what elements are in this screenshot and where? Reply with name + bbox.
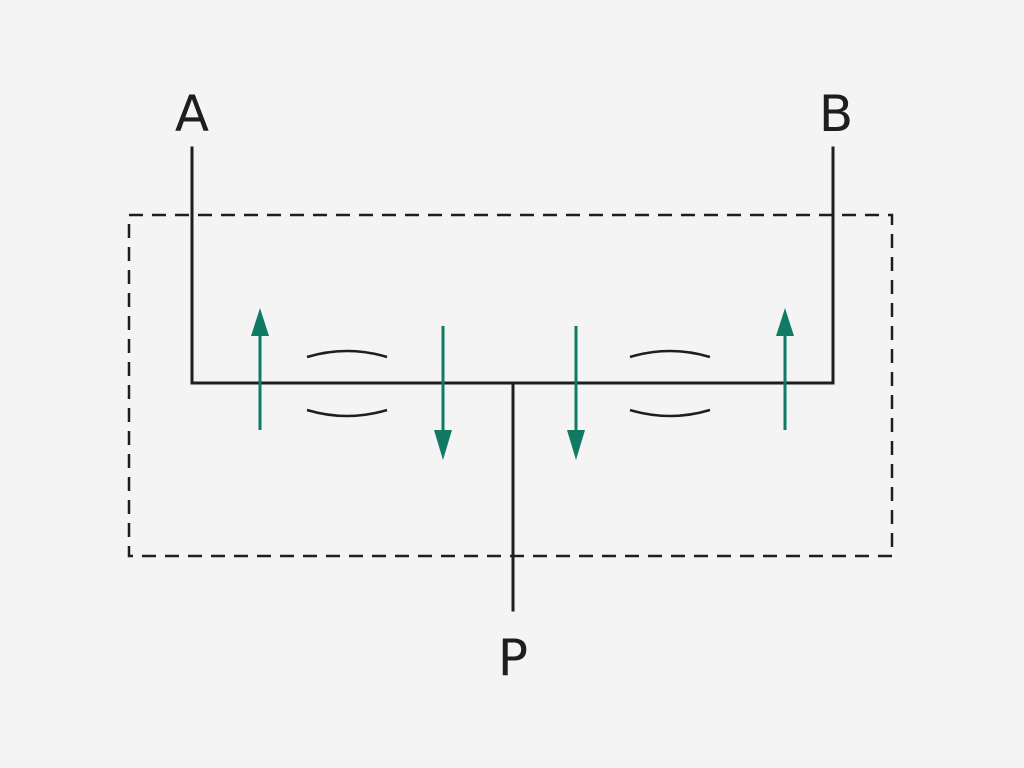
valve-enclosure	[127, 213, 894, 558]
arrow-a-up-head	[251, 308, 269, 336]
arrow-b-up-head	[776, 308, 794, 336]
orifice-right-upper-arc	[629, 349, 711, 359]
port-p-label: P	[498, 629, 528, 687]
orifice-left-upper-arc	[306, 349, 388, 359]
flow-lines	[190, 146, 835, 612]
arrow-center-left-down-head	[434, 430, 452, 460]
arrow-a-up	[251, 308, 269, 430]
orifice-left	[306, 349, 388, 418]
arrow-center-left-down	[434, 326, 452, 460]
arrow-b-up	[776, 308, 794, 430]
orifice-left-lower-arc	[306, 408, 388, 418]
orifice-right	[629, 349, 711, 418]
port-b-label: B	[819, 85, 853, 143]
orifice-right-lower-arc	[629, 408, 711, 418]
port-a-label: A	[175, 85, 209, 143]
arrow-center-right-down-head	[567, 430, 585, 460]
arrow-center-right-down	[567, 326, 585, 460]
